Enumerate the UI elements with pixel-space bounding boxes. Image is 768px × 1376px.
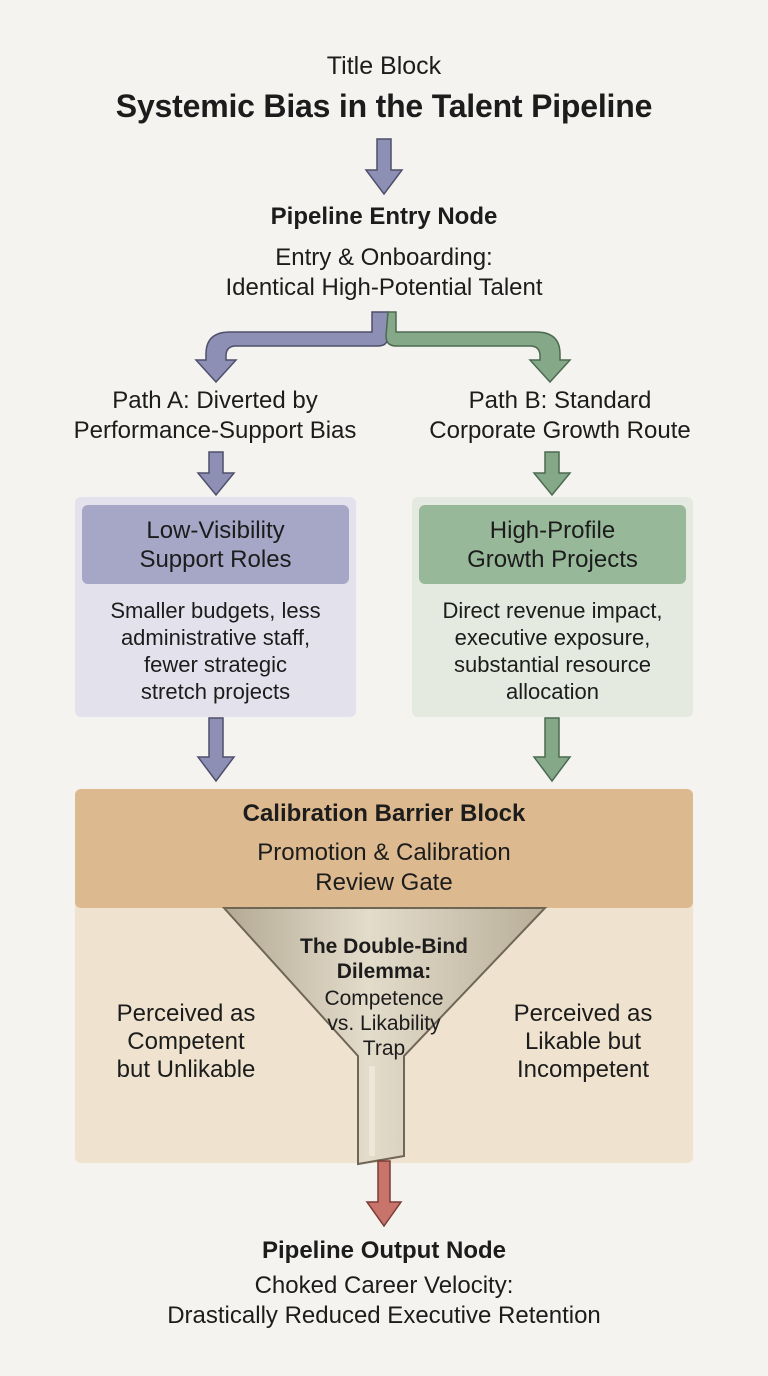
left-perception-line: Competent bbox=[127, 1028, 245, 1055]
path-b-label-line2: Corporate Growth Route bbox=[429, 417, 691, 444]
support-roles-desc-line: Smaller budgets, less bbox=[110, 598, 321, 623]
right-perception-line: Incompetent bbox=[516, 1056, 650, 1083]
path-a-label-line2: Performance-Support Bias bbox=[73, 417, 357, 444]
funnel-title-line: Dilemma: bbox=[336, 960, 432, 983]
growth-projects-title-box: High-Profile Growth Projects bbox=[419, 505, 686, 584]
left-perception-label: Perceived as Competent but Unlikable bbox=[86, 1000, 286, 1084]
support-roles-title-line2: Support Roles bbox=[139, 545, 292, 573]
arrow-path-b-to-projects bbox=[532, 451, 572, 497]
calibration-barrier-header bbox=[75, 789, 693, 908]
funnel-icon bbox=[221, 906, 548, 1173]
funnel-title-line: The Double-Bind bbox=[300, 935, 468, 958]
growth-projects-desc-line: allocation bbox=[506, 679, 599, 704]
path-b-label-line1: Path B: Standard bbox=[468, 387, 652, 414]
split-arrows bbox=[190, 310, 580, 386]
support-roles-desc-line: stretch projects bbox=[140, 679, 291, 704]
right-perception-line: Likable but bbox=[524, 1028, 642, 1055]
left-perception-line: Perceived as bbox=[116, 1000, 256, 1027]
arrow-roles-to-barrier bbox=[196, 717, 236, 783]
entry-node-line1: Entry & Onboarding: bbox=[275, 244, 493, 271]
left-perception-line: but Unlikable bbox=[116, 1056, 256, 1083]
output-node-heading: Pipeline Output Node bbox=[262, 1237, 506, 1264]
funnel-body: Competence vs. Likability Trap bbox=[264, 986, 504, 1061]
arrow-funnel-to-output bbox=[364, 1160, 404, 1228]
right-perception-line: Perceived as bbox=[513, 1000, 653, 1027]
entry-node-line2: Identical High-Potential Talent bbox=[225, 274, 543, 301]
growth-projects-description: Direct revenue impact, executive exposur… bbox=[412, 597, 693, 705]
right-perception-label: Perceived as Likable but Incompetent bbox=[483, 1000, 683, 1084]
support-roles-title-box: Low-Visibility Support Roles bbox=[82, 505, 349, 584]
funnel-body-line: vs. Likability bbox=[327, 1012, 441, 1035]
output-node-line1: Choked Career Velocity: bbox=[254, 1272, 514, 1299]
arrow-path-a-to-roles bbox=[196, 451, 236, 497]
entry-node-heading: Pipeline Entry Node bbox=[270, 203, 498, 230]
funnel-body-line: Competence bbox=[324, 987, 444, 1010]
arrow-title-to-entry bbox=[364, 138, 404, 196]
barrier-heading: Calibration Barrier Block bbox=[242, 800, 526, 827]
support-roles-desc-line: fewer strategic bbox=[143, 652, 288, 677]
barrier-line1: Promotion & Calibration bbox=[257, 839, 511, 866]
path-a-label-line1: Path A: Diverted by bbox=[112, 387, 318, 414]
support-roles-title-line1: Low-Visibility bbox=[146, 516, 285, 544]
support-roles-description: Smaller budgets, less administrative sta… bbox=[75, 597, 356, 705]
arrow-projects-to-barrier bbox=[532, 717, 572, 783]
barrier-line2: Review Gate bbox=[315, 869, 453, 896]
title-block-label: Title Block bbox=[326, 52, 442, 80]
page-title: Systemic Bias in the Talent Pipeline bbox=[115, 88, 653, 124]
growth-projects-desc-line: Direct revenue impact, bbox=[442, 598, 663, 623]
growth-projects-title-line2: Growth Projects bbox=[467, 545, 638, 573]
growth-projects-desc-line: executive exposure, bbox=[454, 625, 651, 650]
funnel-body-line: Trap bbox=[362, 1037, 406, 1060]
support-roles-desc-line: administrative staff, bbox=[120, 625, 311, 650]
funnel-title: The Double-Bind Dilemma: bbox=[264, 934, 504, 984]
growth-projects-title-line1: High-Profile bbox=[489, 516, 616, 544]
growth-projects-desc-line: substantial resource bbox=[454, 652, 651, 677]
output-node-line2: Drastically Reduced Executive Retention bbox=[167, 1302, 601, 1329]
